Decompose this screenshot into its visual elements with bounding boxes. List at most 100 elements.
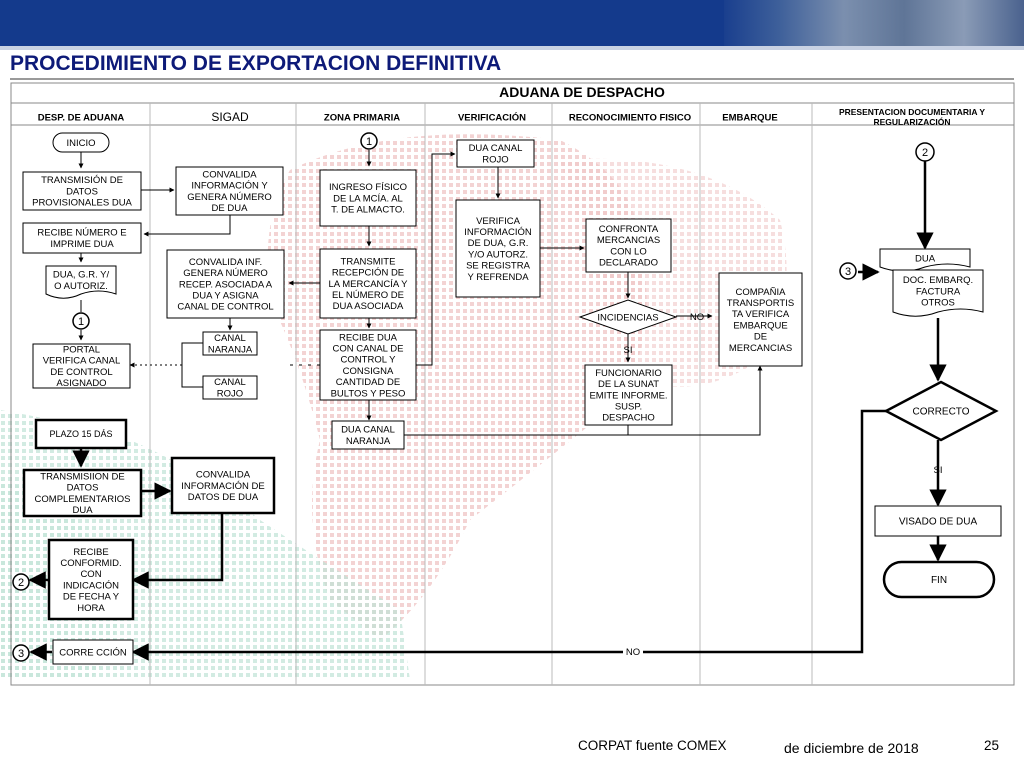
title-underline xyxy=(10,78,1014,80)
convalida-datos-line: DATOS DE DUA xyxy=(188,492,259,503)
slide-title: PROCEDIMIENTO DE EXPORTACION DEFINITIVA xyxy=(10,52,502,75)
connector-3-circle: 3 xyxy=(12,644,30,662)
portal-line: VERIFICA CANAL xyxy=(43,356,121,367)
transmision-datos-line: TRANSMISIÓN DE xyxy=(41,175,123,186)
funcionario-line: SUSP. xyxy=(615,402,642,413)
edge-label-si: SI xyxy=(624,345,633,356)
connector-1-circle: 1 xyxy=(72,312,90,330)
connector-label: 3 xyxy=(845,266,851,278)
doc-embarq-line: OTROS xyxy=(921,298,955,309)
compania-line: EMBARQUE xyxy=(733,320,787,331)
diagram-header: ADUANA DE DESPACHO xyxy=(499,84,665,100)
recibe-dua-line: CONSIGNA xyxy=(343,366,394,377)
transmite-line: TRANSMITE xyxy=(341,256,396,267)
compania-line: TA VERIFICA xyxy=(732,309,790,320)
recibe-dua-line: CONTROL Y xyxy=(341,355,397,366)
edge-label-text: SI xyxy=(934,465,943,476)
dua-doc-line: DUA xyxy=(915,253,936,264)
recibe-conformid-line: RECIBE xyxy=(73,547,108,558)
dua-gr-line: DUA, G.R. Y/ xyxy=(53,270,110,281)
transmite-line: DUA ASOCIADA xyxy=(333,301,404,312)
lane-label: VERIFICACIÓN xyxy=(458,111,526,123)
fin-node: FIN xyxy=(882,560,996,599)
ingreso-line: INGRESO FÍSICO xyxy=(329,182,407,193)
edge-label-text: NO xyxy=(626,647,640,658)
canal-naranja-line: CANAL xyxy=(214,333,246,344)
confronta-line: CONFRONTA xyxy=(599,224,659,235)
compania-line: TRANSPORTIS xyxy=(727,298,794,309)
convalida-inf-line: CANAL DE CONTROL xyxy=(177,302,273,313)
recibe-dua-line: RECIBE DUA xyxy=(339,332,398,343)
convalida-inf-line: RECEP. ASOCIADA A xyxy=(179,279,273,290)
connector-label: 1 xyxy=(78,316,84,328)
connector-edges xyxy=(28,150,947,661)
compania-line: DE xyxy=(754,332,767,343)
verifica-line: INFORMACIÓN xyxy=(464,227,532,238)
connector-2-circle: 2 xyxy=(915,142,935,162)
convalida-inf-line: CONVALIDA INF. xyxy=(189,257,262,268)
lane-label: RECONOCIMIENTO FISICO xyxy=(569,112,691,123)
transmite-line: RECEPCIÓN DE xyxy=(332,268,404,279)
convalida-info-line: INFORMACIÓN Y xyxy=(191,181,268,192)
lane-label: REGULARIZACIÓN xyxy=(874,116,951,127)
edge-label-no: NO xyxy=(690,312,704,323)
banner-photo xyxy=(724,0,1024,46)
diagram-frame xyxy=(10,82,1015,686)
dua-doc-node: DUA xyxy=(879,248,971,272)
visado-node: VISADO DE DUA xyxy=(874,505,1002,537)
verifica-line: Y/O AUTORZ. xyxy=(468,249,528,260)
canal-naranja-line: NARANJA xyxy=(208,344,253,355)
edge-label-no: NO xyxy=(623,646,643,658)
footer-date: de diciembre de 2018 xyxy=(784,740,919,756)
confronta-line: MERCANCIAS xyxy=(597,235,660,246)
portal-line: PORTAL xyxy=(63,345,100,356)
edge-label-text: SI xyxy=(624,345,633,356)
connector-label: 3 xyxy=(18,648,24,660)
convalida-info-line: GENERA NÚMERO xyxy=(187,192,271,203)
recibe-numero-line: RECIBE NÚMERO E xyxy=(37,228,126,239)
plazo-line: PLAZO 15 DÁS xyxy=(49,429,112,439)
verifica-line: DE DUA, G.R. xyxy=(468,238,529,249)
recibe-conformid-line: DE FECHA Y xyxy=(63,592,120,603)
lane-label: SIGAD xyxy=(211,110,249,124)
correccion-node: CORRE CCIÓN xyxy=(52,639,134,665)
canal-rojo-line: CANAL xyxy=(214,377,246,388)
funcionario-line: FUNCIONARIO xyxy=(595,368,662,379)
dua-rojo-line: DUA CANAL xyxy=(469,143,523,154)
connector-label: 2 xyxy=(18,577,24,589)
ingreso-line: DE LA MCÍA. AL xyxy=(333,193,403,204)
funcionario-line: EMITE INFORME. xyxy=(589,390,667,401)
edge-label-si: SI xyxy=(934,465,943,476)
recibe-conformid-line: CONFORMID. xyxy=(60,558,121,569)
correccion-line: CORRE CCIÓN xyxy=(59,647,127,658)
verifica-line: Y REFRENDA xyxy=(467,272,529,283)
convalida-inf-line: GENERA NÚMERO xyxy=(183,268,267,279)
transmision-datos-line: PROVISIONALES DUA xyxy=(32,198,132,209)
connector-1-circle: 1 xyxy=(360,132,378,150)
banner-divider xyxy=(0,46,1024,50)
dua-naranja-line: DUA CANAL xyxy=(341,425,395,436)
recibe-dua-line: CON CANAL DE xyxy=(333,344,404,355)
ingreso-line: T. DE ALMACTO. xyxy=(331,205,405,216)
funcionario-line: DESPACHO xyxy=(602,413,655,424)
fin-line: FIN xyxy=(931,575,947,586)
inicio-line: INICIO xyxy=(66,138,95,149)
correcto-node: CORRECTO xyxy=(883,380,999,442)
